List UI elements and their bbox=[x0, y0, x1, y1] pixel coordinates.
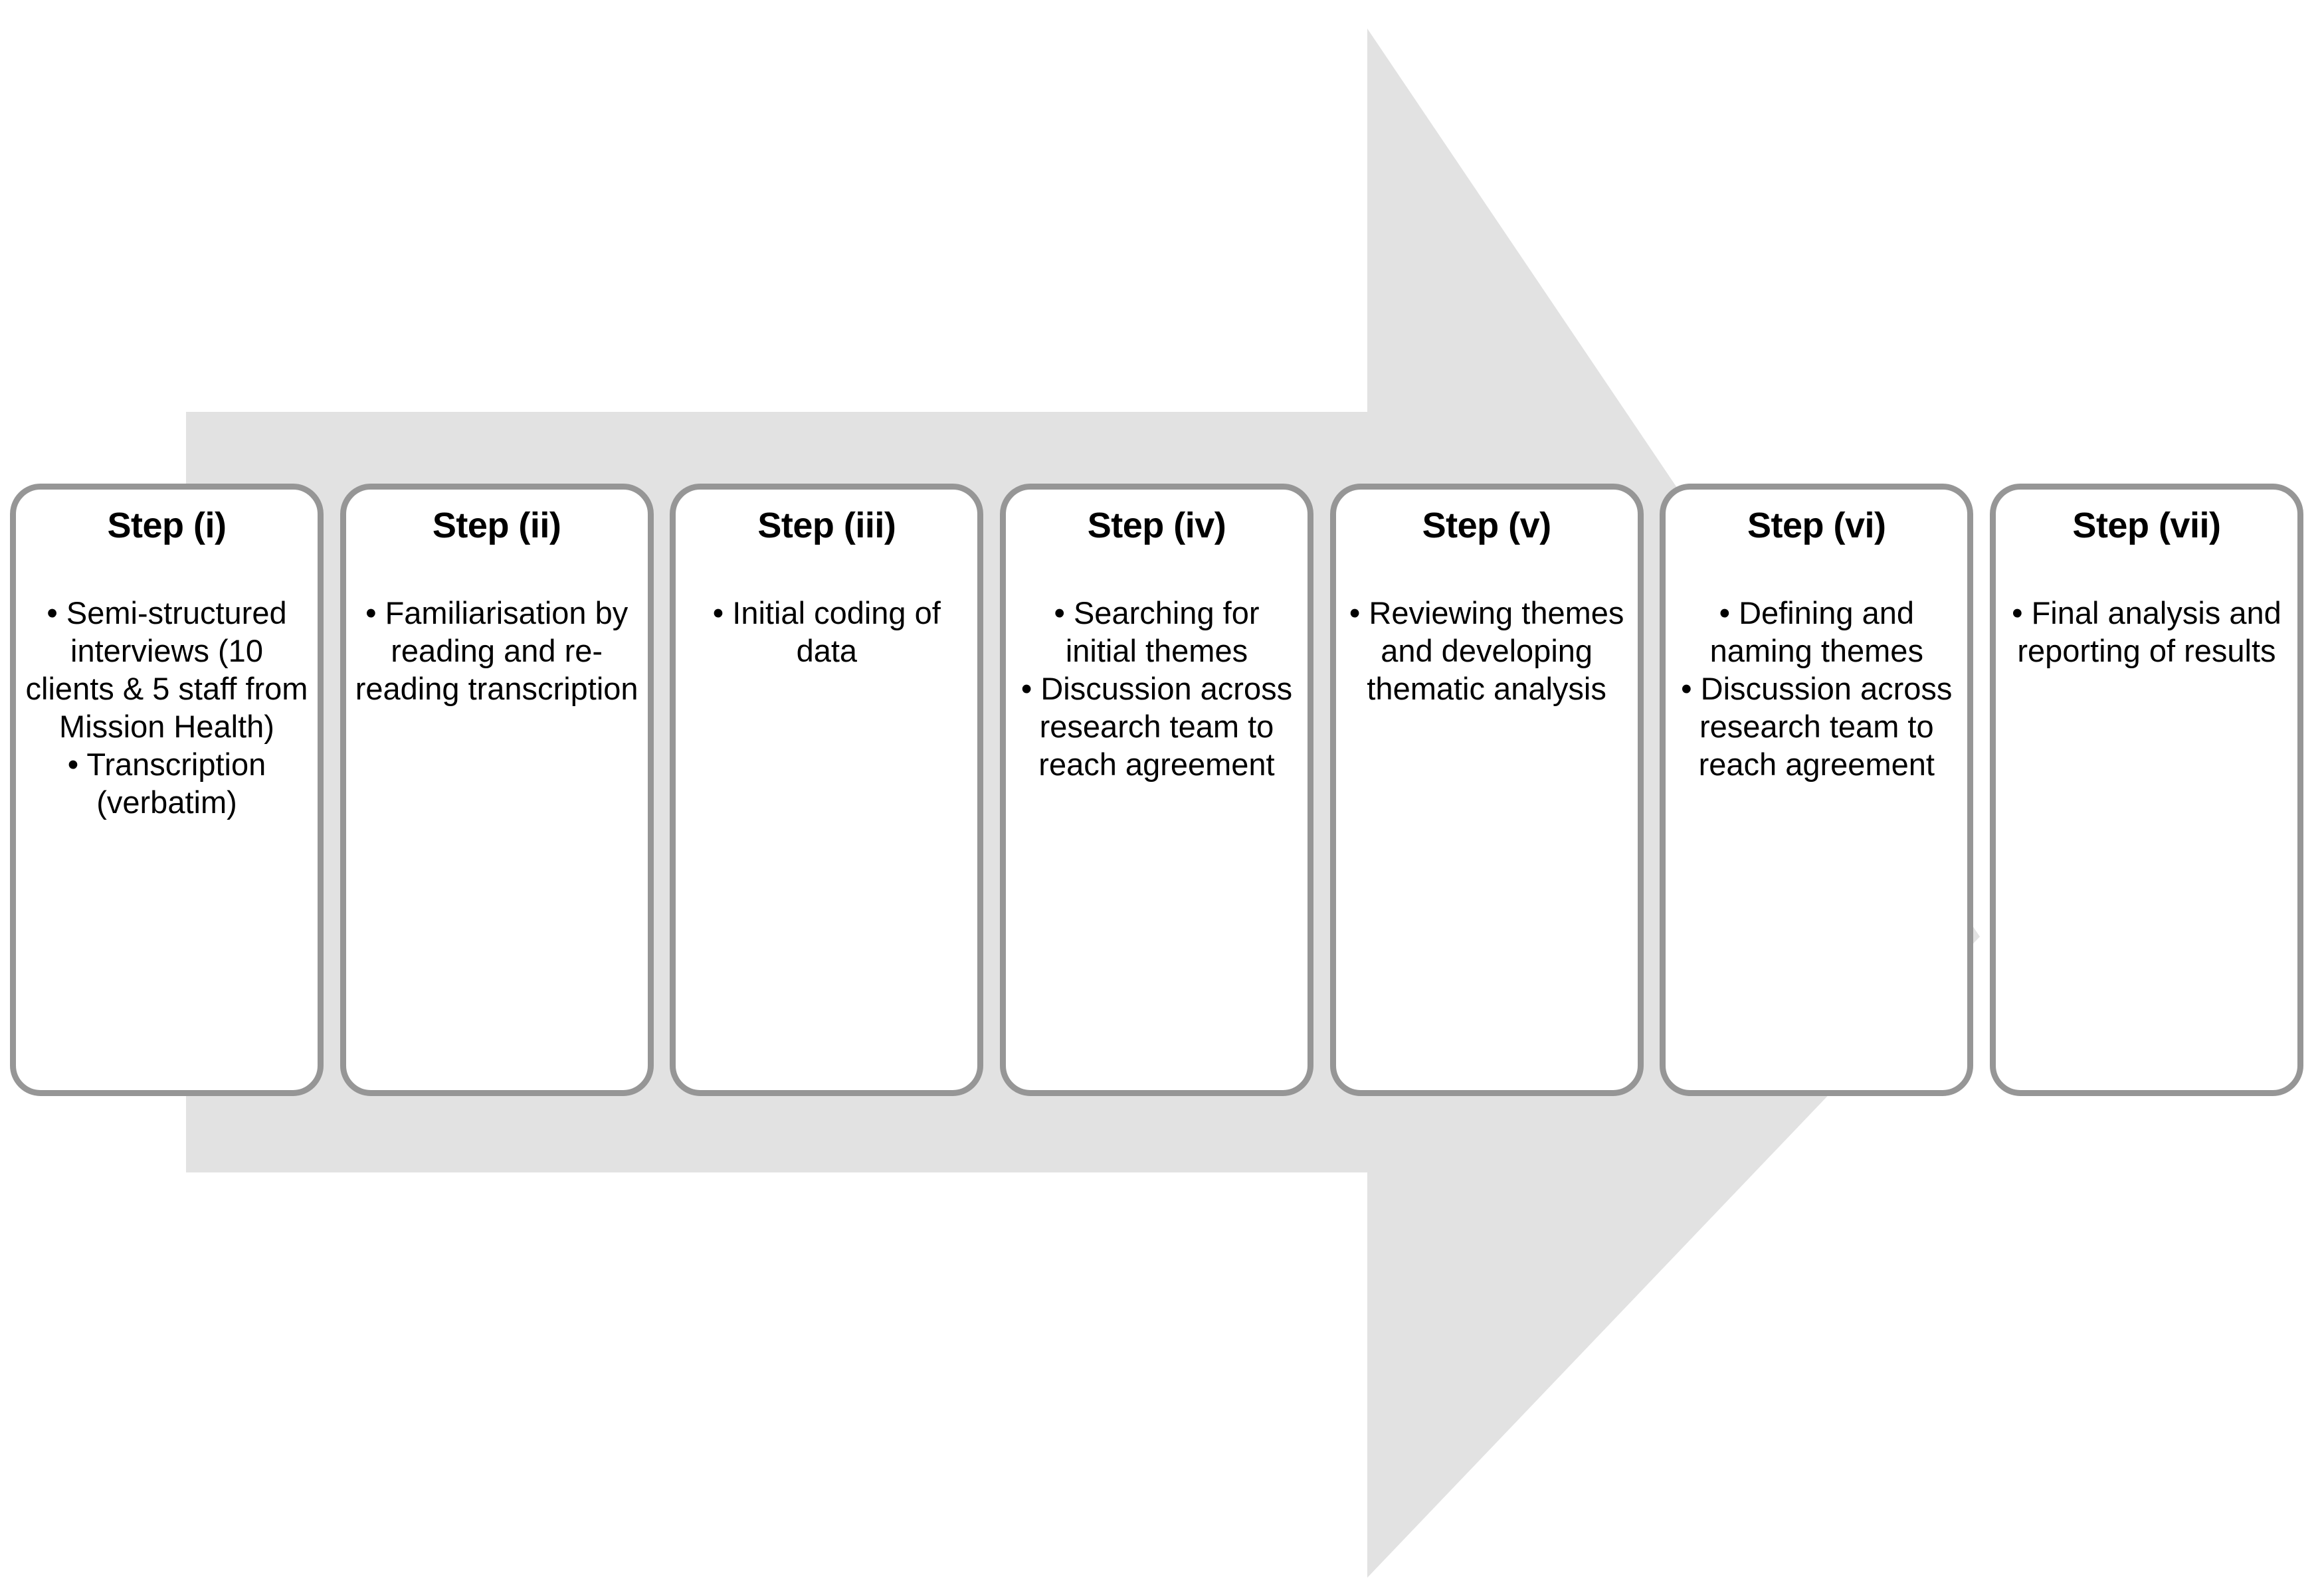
bullet-item: • Final analysis and reporting of result… bbox=[2012, 595, 2281, 669]
step-title-ii: Step (ii) bbox=[432, 506, 561, 545]
bullet-item: • Defining and naming themes bbox=[1709, 595, 1923, 669]
step-bullets-i: • Semi-structured interviews (10 clients… bbox=[25, 595, 308, 821]
bullet-item: • Searching for initial themes bbox=[1054, 595, 1260, 669]
step-bullets-ii: • Familiarisation by reading and re-read… bbox=[355, 595, 638, 708]
step-box-vii[interactable]: Step (vii) • Final analysis and reportin… bbox=[1989, 484, 2303, 1096]
step-title-i: Step (i) bbox=[107, 506, 227, 545]
step-title-v: Step (v) bbox=[1422, 506, 1552, 545]
bullet-item: • Familiarisation by reading and re-read… bbox=[355, 595, 638, 707]
step-box-vi[interactable]: Step (vi) • Defining and naming themes •… bbox=[1660, 484, 1974, 1096]
step-title-iii: Step (iii) bbox=[757, 506, 896, 545]
step-bullets-vii: • Final analysis and reporting of result… bbox=[2005, 595, 2288, 670]
step-title-vi: Step (vi) bbox=[1747, 506, 1886, 545]
bullet-item: • Semi-structured interviews (10 clients… bbox=[25, 595, 308, 745]
step-bullets-iii: • Initial coding of data bbox=[685, 595, 968, 670]
step-box-row: Step (i) • Semi-structured interviews (1… bbox=[10, 484, 2303, 1096]
bullet-item: • Discussion across research team to rea… bbox=[1681, 671, 1953, 782]
step-box-ii[interactable]: Step (ii) • Familiarisation by reading a… bbox=[339, 484, 654, 1096]
step-bullets-iv: • Searching for initial themes • Discuss… bbox=[1015, 595, 1298, 783]
step-box-iv[interactable]: Step (iv) • Searching for initial themes… bbox=[999, 484, 1313, 1096]
bullet-item: • Reviewing themes and developing themat… bbox=[1349, 595, 1624, 707]
step-bullets-vi: • Defining and naming themes • Discussio… bbox=[1675, 595, 1958, 783]
step-box-i[interactable]: Step (i) • Semi-structured interviews (1… bbox=[10, 484, 324, 1096]
step-box-v[interactable]: Step (v) • Reviewing themes and developi… bbox=[1329, 484, 1644, 1096]
bullet-item: • Initial coding of data bbox=[712, 595, 941, 669]
step-title-iv: Step (iv) bbox=[1087, 506, 1226, 545]
step-bullets-v: • Reviewing themes and developing themat… bbox=[1345, 595, 1628, 708]
bullet-item: • Discussion across research team to rea… bbox=[1020, 671, 1293, 782]
step-box-iii[interactable]: Step (iii) • Initial coding of data bbox=[670, 484, 984, 1096]
bullet-item: • Transcription (verbatim) bbox=[67, 746, 266, 820]
step-title-vii: Step (vii) bbox=[2072, 506, 2221, 545]
